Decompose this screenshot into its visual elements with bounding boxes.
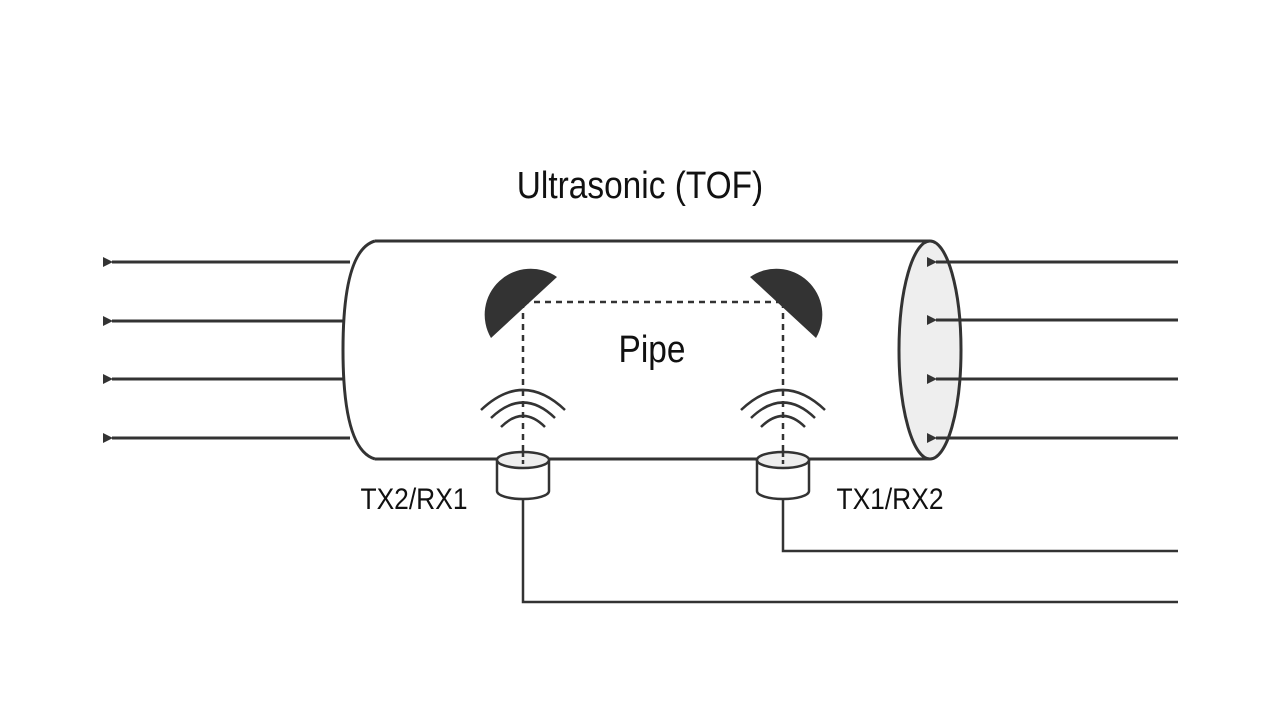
pipe-body	[341, 239, 930, 461]
diagram-title: Ultrasonic (TOF)	[517, 164, 763, 206]
ultrasonic-wave-icon	[480, 388, 566, 428]
signal-path	[521, 300, 785, 460]
inflow-arrows	[927, 257, 1178, 443]
reflector-right	[750, 268, 823, 338]
pipe-end-cap	[897, 239, 963, 461]
wire-right	[781, 499, 1178, 553]
transducer-label-left: TX2/RX1	[360, 481, 467, 515]
transducer-label-right: TX1/RX2	[836, 481, 943, 515]
reflector-left	[484, 268, 557, 338]
pipe-label: Pipe	[619, 328, 686, 370]
transducer-left	[495, 450, 551, 501]
ultrasonic-wave-icon	[740, 388, 826, 428]
transducer-right	[755, 450, 811, 501]
outflow-arrows	[103, 257, 350, 443]
wire-left	[521, 499, 1178, 604]
